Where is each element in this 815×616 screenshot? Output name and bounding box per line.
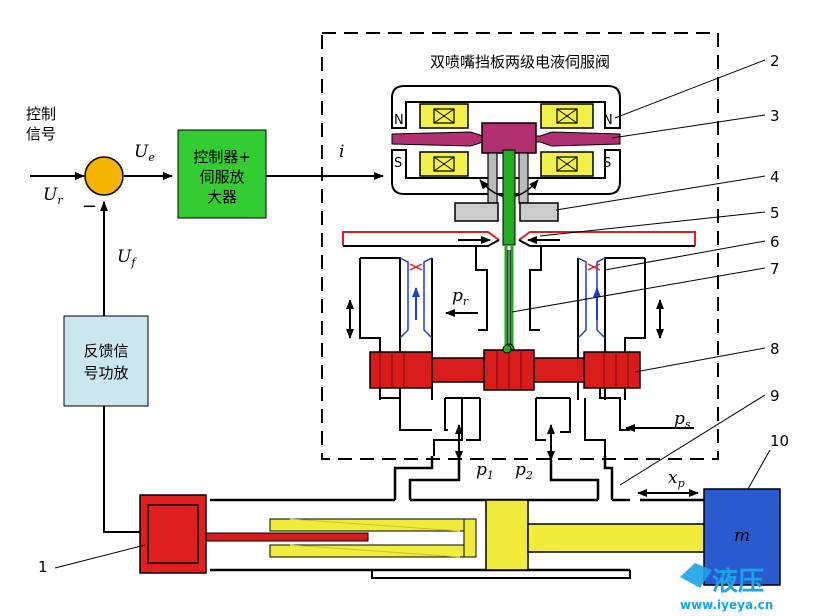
feedback-amplifier-box (63, 315, 149, 407)
summing-junction (84, 156, 124, 196)
watermark-text: 液压 (712, 567, 764, 597)
coil-lower-left (419, 151, 469, 177)
fixed-orifice-right (596, 257, 606, 339)
coil-upper-left (419, 103, 469, 129)
pole-n-left: N (394, 113, 404, 128)
ue-label: Ue (134, 142, 155, 164)
feedback-label: 反馈信 (83, 342, 128, 360)
piston (485, 499, 529, 571)
controller-label: 控制器+ (193, 148, 251, 166)
uf-label: Uf (117, 247, 137, 269)
pilot-stage: pr (342, 231, 696, 400)
diagram-title: 双喷嘴挡板两级电液伺服阀 (430, 53, 610, 71)
watermark: 液压 www.iyeya.cn (680, 563, 773, 612)
servo-valve-boundary (321, 32, 719, 460)
callout-4: 4 (770, 168, 780, 186)
callout-6: 6 (770, 233, 780, 251)
control-signal-label-2: 信号 (26, 125, 56, 143)
callout-8: 8 (770, 340, 780, 358)
ur-label: Ur (43, 185, 63, 207)
controller-label-2: 伺服放 (199, 168, 244, 186)
main-spool (369, 344, 641, 391)
callout-10: 10 (770, 432, 789, 450)
actuator-assembly: p1 p2 xp (199, 456, 705, 579)
xp-label: xp (668, 468, 685, 490)
sensor-rod (199, 532, 369, 542)
sensor-signal-line (103, 406, 144, 533)
flexure-mount-right (519, 202, 559, 222)
valve-ports: ps (379, 388, 694, 461)
coil-lower-right (540, 151, 594, 177)
flapper (502, 149, 516, 246)
displacement-sensor (139, 494, 207, 574)
ps-label: ps (674, 409, 691, 431)
fixed-orifice-left (399, 257, 409, 339)
controller-amplifier-box (177, 129, 267, 219)
p1-label: p1 (476, 460, 494, 482)
piston-rod (527, 523, 705, 553)
watermark-logo-icon (680, 563, 712, 588)
callout-7: 7 (770, 260, 780, 278)
armature-hub (481, 122, 537, 154)
mass-label: m (734, 526, 750, 546)
flexure-mount-left (454, 202, 499, 222)
coil-upper-right (540, 103, 594, 129)
control-signal-label: 控制 (26, 105, 56, 123)
callout-1: 1 (38, 558, 48, 576)
callouts: 2 3 4 5 6 7 8 9 10 1 (38, 52, 789, 576)
minus-sign: − (82, 196, 97, 217)
feedback-label-2: 号功放 (83, 364, 128, 382)
controller-label-3: 大器 (207, 188, 237, 206)
callout-2: 2 (770, 52, 780, 70)
callout-5: 5 (770, 204, 780, 222)
callout-3: 3 (770, 107, 780, 125)
torque-motor: N N S S (391, 85, 621, 246)
watermark-url: www.iyeya.cn (680, 598, 773, 612)
p2-label: p2 (515, 460, 533, 482)
pole-n-right: N (603, 113, 613, 128)
current-label: i (339, 142, 344, 162)
load-mass (703, 488, 781, 586)
pole-s-left: S (394, 156, 402, 171)
pole-s-right: S (603, 156, 611, 171)
pr-label: pr (452, 286, 469, 308)
callout-9: 9 (770, 387, 780, 405)
